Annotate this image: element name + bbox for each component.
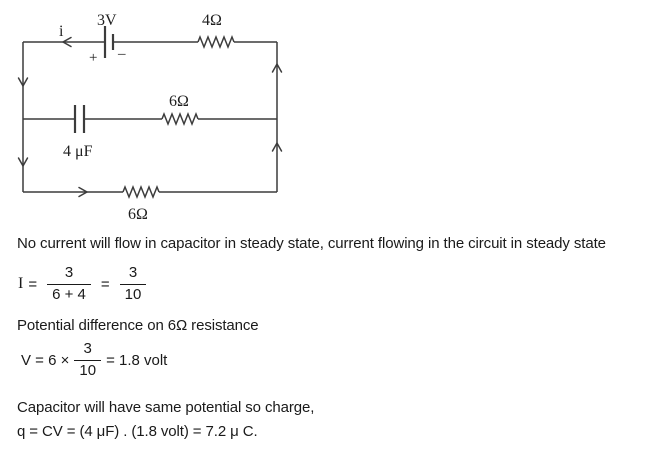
battery-voltage-label: 3V xyxy=(97,12,117,29)
fraction-3-over-6plus4: 3 6 + 4 xyxy=(47,264,91,305)
battery-minus-label: – xyxy=(117,46,126,62)
fraction-3-over-10: 3 10 xyxy=(119,264,147,305)
solution-line-steady-state: No current will flow in capacitor in ste… xyxy=(17,235,606,252)
solution-line-potential-difference: Potential difference on 6Ω resistance xyxy=(17,317,259,334)
fraction-denominator: 10 xyxy=(74,359,102,381)
circuit-diagram: i 3V + – 4Ω 6Ω 4 μF 6Ω xyxy=(17,12,283,223)
up-arrow-lower-icon xyxy=(271,141,283,152)
resistor-middle-zigzag xyxy=(161,111,199,127)
voltage-equation: V = 6 × 3 10 = 1.8 volt xyxy=(21,340,167,381)
fraction-denominator: 6 + 4 xyxy=(47,283,91,305)
capacitor-label: 4 μF xyxy=(63,143,93,160)
fraction-numerator: 3 xyxy=(83,340,92,357)
resistor-bottom-label: 6Ω xyxy=(128,206,148,223)
current-arrow-left-icon xyxy=(61,36,72,48)
resistor-bottom-zigzag xyxy=(122,184,160,200)
resistor-top-zigzag xyxy=(197,34,235,50)
voltage-equation-prefix: V = 6 × xyxy=(21,351,70,369)
resistor-middle-label: 6Ω xyxy=(169,93,189,110)
bottom-arrow-right-icon xyxy=(78,186,89,198)
fraction-numerator: 3 xyxy=(64,264,74,281)
current-symbol: I xyxy=(18,275,24,293)
fraction-3-over-10: 3 10 xyxy=(74,340,102,381)
down-arrow-upper-icon xyxy=(17,77,29,88)
current-equation: I = 3 6 + 4 = 3 10 xyxy=(18,264,151,305)
down-arrow-lower-icon xyxy=(17,157,29,168)
up-arrow-upper-icon xyxy=(271,62,283,73)
voltage-equation-result: = 1.8 volt xyxy=(106,351,168,369)
fraction-denominator: 10 xyxy=(119,283,147,305)
solution-line-charge-result: q = CV = (4 μF) . (1.8 volt) = 7.2 μ C. xyxy=(17,423,258,440)
fraction-numerator: 3 xyxy=(128,264,138,281)
equals-sign: = xyxy=(100,275,110,293)
current-label: i xyxy=(59,23,64,40)
solution-line-capacitor-potential: Capacitor will have same potential so ch… xyxy=(17,399,315,416)
equals-sign: = xyxy=(28,275,38,293)
resistor-top-label: 4Ω xyxy=(202,12,222,29)
battery-plus-label: + xyxy=(89,50,97,66)
